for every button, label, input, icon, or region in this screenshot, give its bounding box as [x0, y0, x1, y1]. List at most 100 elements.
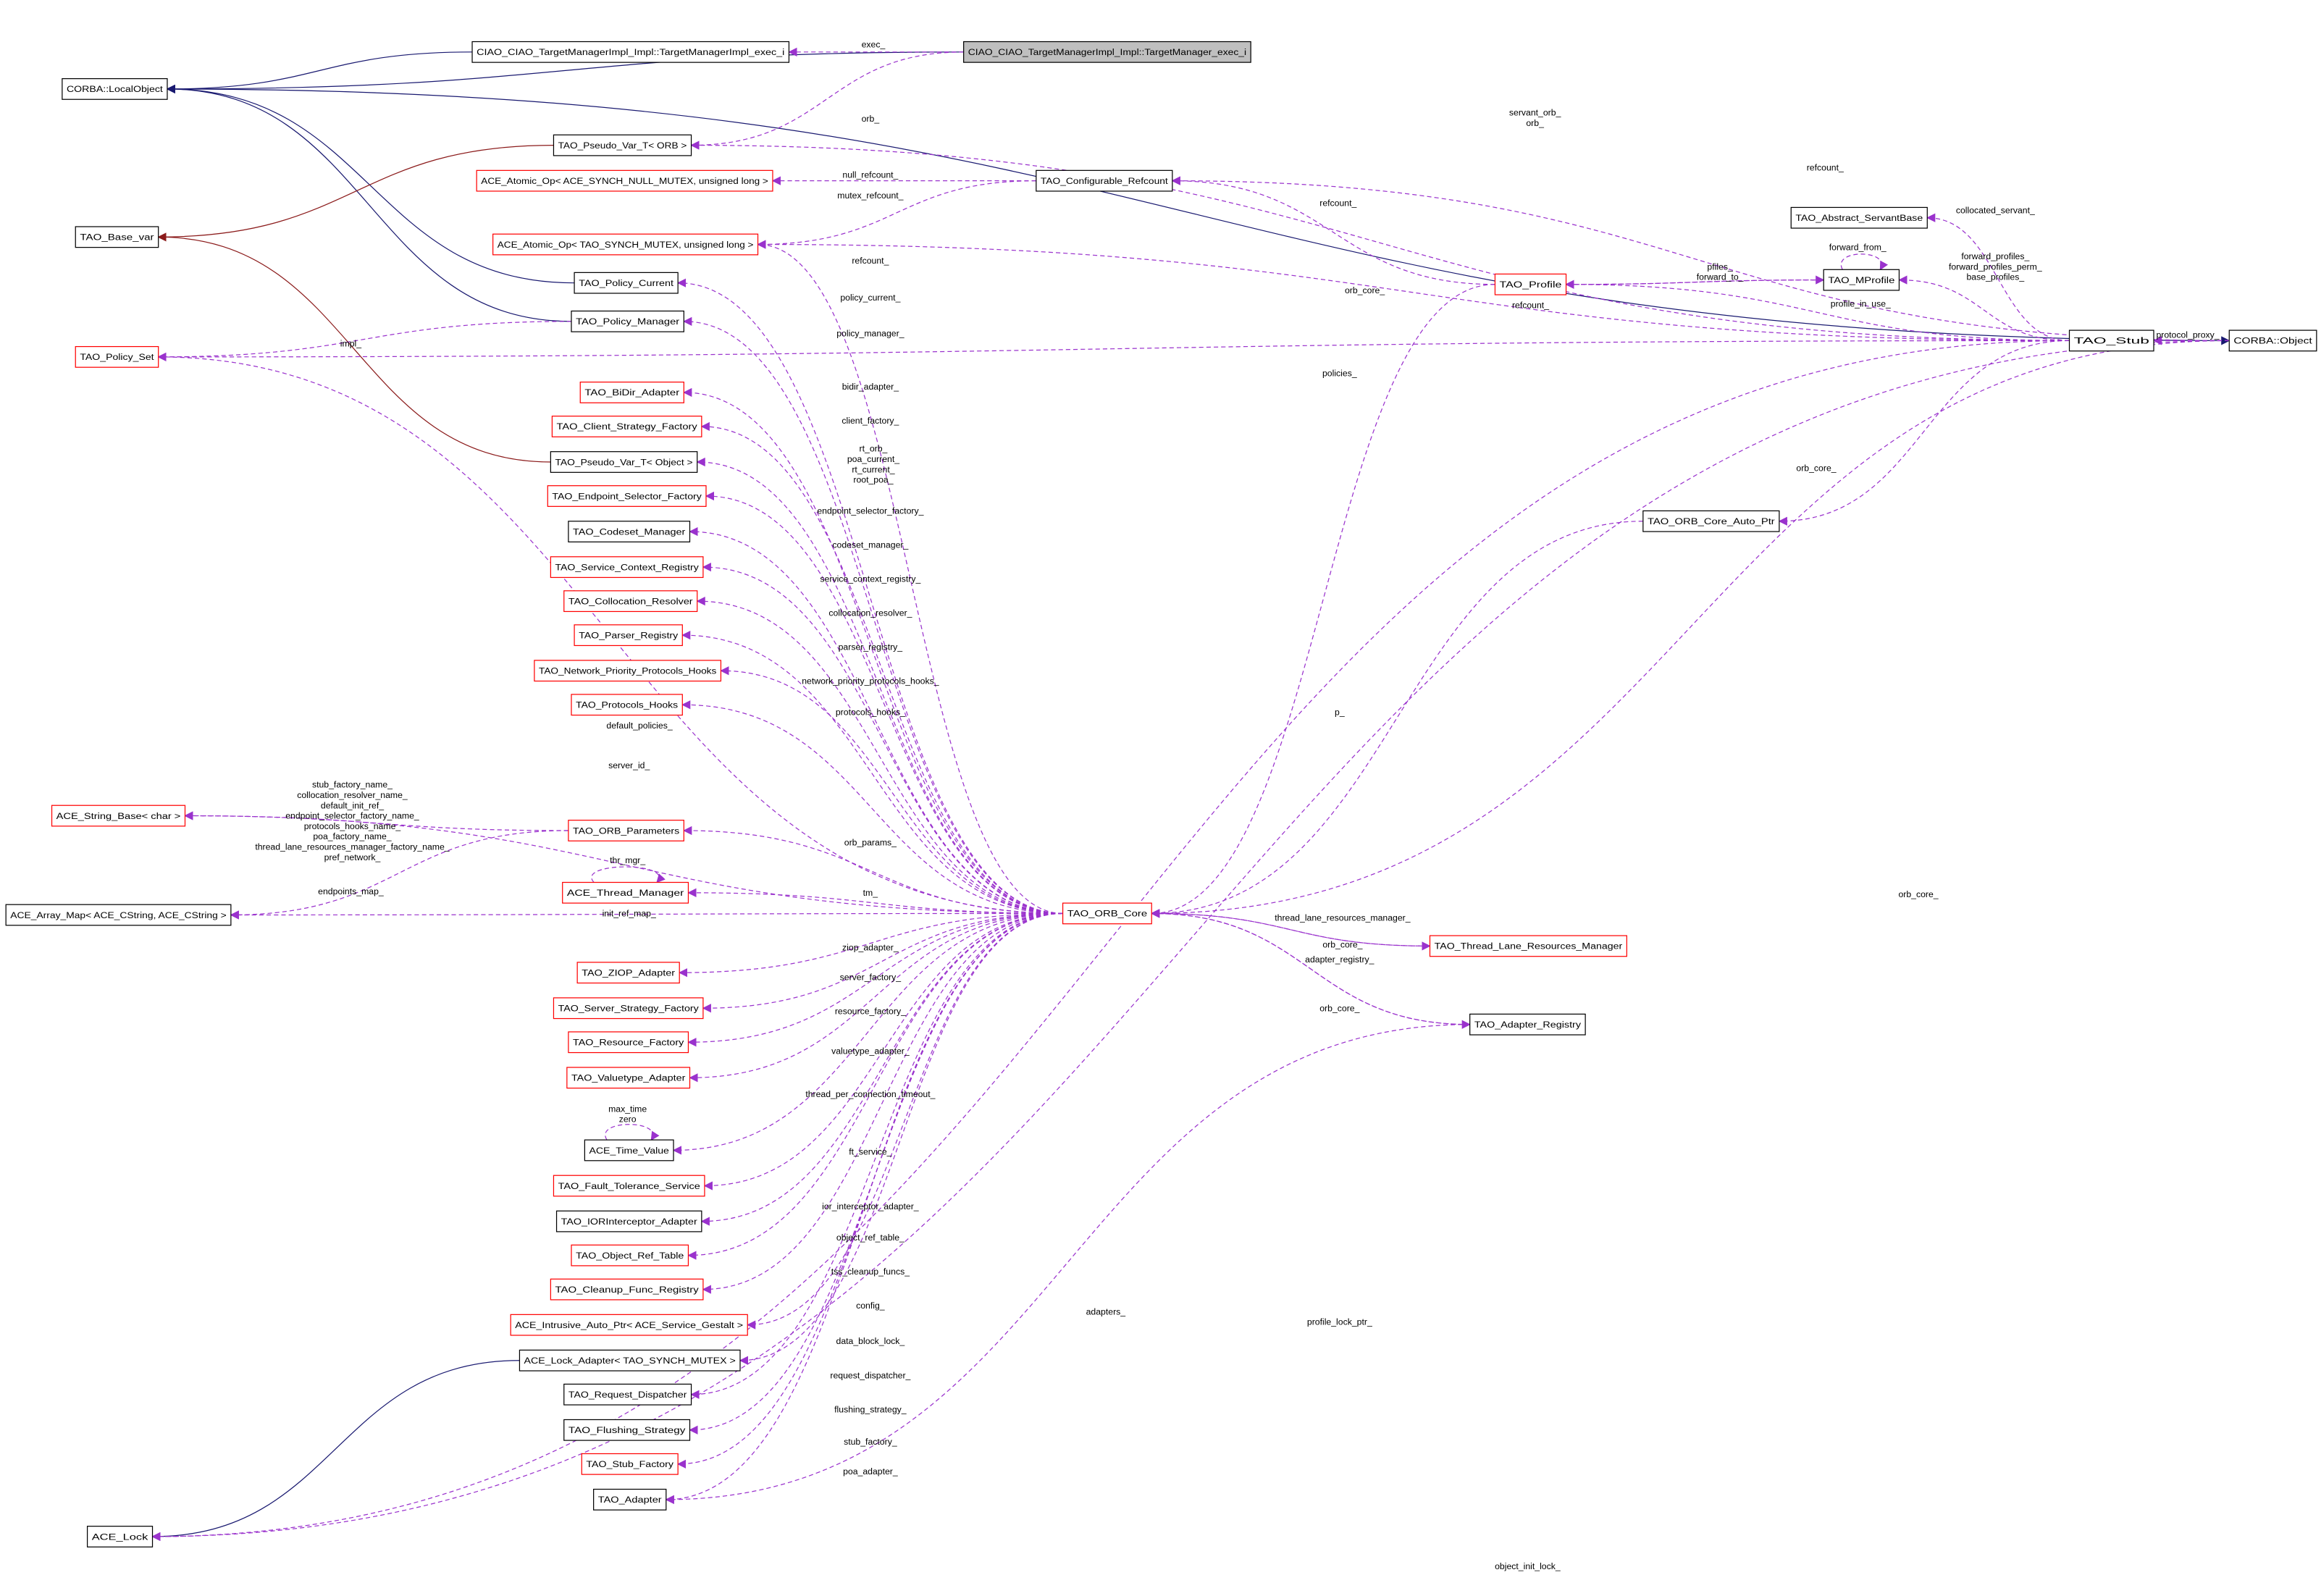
edge-label: p_	[1335, 707, 1345, 718]
class-node-atomic-null[interactable]: ACE_Atomic_Op< ACE_SYNCH_NULL_MUTEX, uns…	[476, 169, 773, 192]
class-node-profile[interactable]: TAO_Profile	[1494, 273, 1567, 295]
usage-edge	[678, 912, 1063, 978]
class-node-lock-adapter[interactable]: ACE_Lock_Adapter< TAO_SYNCH_MUTEX >	[519, 1349, 741, 1372]
class-name: TAO_Policy_Set	[80, 352, 154, 362]
edge-label-line: rt_current_	[852, 464, 894, 474]
class-box	[510, 1314, 748, 1336]
class-node-fault[interactable]: TAO_Fault_Tolerance_Service	[553, 1175, 705, 1197]
class-box	[75, 226, 159, 248]
class-node-resource[interactable]: TAO_Resource_Factory	[568, 1031, 689, 1054]
class-node-policy-current[interactable]: TAO_Policy_Current	[574, 272, 679, 294]
class-node-exec[interactable]: CIAO_CIAO_TargetManagerImpl_Impl::Target…	[963, 41, 1251, 63]
class-node-adapter-registry[interactable]: TAO_Adapter_Registry	[1469, 1013, 1586, 1036]
class-node-orb-core[interactable]: TAO_ORB_Core	[1062, 902, 1152, 925]
class-node-codeset[interactable]: TAO_Codeset_Manager	[568, 521, 691, 543]
class-node-array-map[interactable]: ACE_Array_Map< ACE_CString, ACE_CString …	[5, 904, 232, 926]
class-box	[571, 1244, 689, 1267]
edge-label-line: policy_manager_	[836, 328, 904, 338]
usage-edge	[696, 597, 1063, 915]
class-name: TAO_Cleanup_Func_Registry	[555, 1285, 700, 1295]
class-name: TAO_MProfile	[1828, 275, 1894, 285]
edge-label-line: forward_profiles_perm_	[1949, 261, 2042, 272]
class-node-thread-lane[interactable]: TAO_Thread_Lane_Resources_Manager	[1429, 935, 1627, 957]
usage-edge	[757, 180, 1036, 249]
usage-edge	[702, 912, 1063, 1294]
class-node-service-ctx[interactable]: TAO_Service_Context_Registry	[550, 556, 704, 579]
class-node-ace-lock[interactable]: ACE_Lock	[86, 1526, 154, 1547]
class-node-pseudo-obj[interactable]: TAO_Pseudo_Var_T< Object >	[550, 451, 698, 473]
class-box	[576, 962, 680, 984]
edge-label-line: tm_	[863, 888, 878, 898]
class-node-intrusive[interactable]: ACE_Intrusive_Auto_Ptr< ACE_Service_Gest…	[510, 1314, 748, 1336]
class-box	[51, 805, 186, 827]
edge-label: forward_from_	[1829, 243, 1886, 253]
edge-label: server_id_	[608, 760, 650, 770]
class-node-stub[interactable]: TAO_Stub	[2068, 329, 2154, 352]
class-node-client-strategy[interactable]: TAO_Client_Strategy_Factory	[551, 416, 702, 437]
class-node-valuetype[interactable]: TAO_Valuetype_Adapter	[566, 1067, 691, 1089]
edge-label: protocol_proxy_	[2156, 329, 2219, 340]
class-node-stub-factory[interactable]: TAO_Stub_Factory	[581, 1453, 679, 1475]
class-name: ACE_Atomic_Op< ACE_SYNCH_NULL_MUTEX, uns…	[481, 176, 768, 186]
edge-label: ft_service_	[849, 1147, 891, 1157]
class-node-adapter[interactable]: TAO_Adapter	[593, 1488, 667, 1511]
edge-label: object_ref_table_	[836, 1232, 905, 1243]
class-node-mprofile[interactable]: TAO_MProfile	[1823, 269, 1900, 291]
class-node-string-base[interactable]: ACE_String_Base< char >	[51, 805, 186, 827]
class-node-time-value[interactable]: ACE_Time_Value	[584, 1139, 674, 1162]
class-node-iorint[interactable]: TAO_IORInterceptor_Adapter	[555, 1210, 702, 1232]
class-node-policy-manager[interactable]: TAO_Policy_Manager	[571, 310, 684, 332]
class-node-collocation[interactable]: TAO_Collocation_Resolver	[563, 590, 698, 613]
class-node-atomic-mutex[interactable]: ACE_Atomic_Op< TAO_SYNCH_MUTEX, unsigned…	[492, 233, 759, 256]
class-node-request[interactable]: TAO_Request_Dispatcher	[563, 1383, 692, 1406]
edge-label-line: endpoints_map_	[318, 886, 384, 896]
edge-label: ziop_adapter_	[842, 943, 899, 953]
inheritance-edge	[166, 84, 571, 322]
class-node-ziop[interactable]: TAO_ZIOP_Adapter	[576, 962, 680, 984]
class-box	[75, 345, 159, 368]
class-node-conf-ref[interactable]: TAO_Configurable_Refcount	[1036, 169, 1173, 192]
edge-label-line: adapter_registry_	[1305, 954, 1374, 965]
class-node-localobj[interactable]: CORBA::LocalObject	[62, 78, 168, 100]
edge-label-line: protocols_hooks_	[836, 707, 905, 718]
class-name: ACE_Lock_Adapter< TAO_SYNCH_MUTEX >	[524, 1356, 736, 1366]
class-node-bidir[interactable]: TAO_BiDir_Adapter	[579, 382, 684, 403]
edge-label: null_refcount_	[842, 170, 898, 180]
class-node-core-auto-ptr[interactable]: TAO_ORB_Core_Auto_Ptr	[1642, 510, 1780, 532]
usage-edge	[689, 912, 1063, 1083]
class-node-policy-set[interactable]: TAO_Policy_Set	[75, 345, 159, 368]
class-node-orb-params[interactable]: TAO_ORB_Parameters	[568, 820, 684, 841]
class-node-abstract-servant[interactable]: TAO_Abstract_ServantBase	[1790, 206, 1928, 229]
class-name: TAO_Server_Strategy_Factory	[558, 1004, 700, 1014]
class-node-cleanup[interactable]: TAO_Cleanup_Func_Registry	[550, 1278, 704, 1301]
edge-label: policy_current_	[840, 293, 900, 303]
usage-edge	[702, 912, 1063, 1013]
class-node-server-strategy[interactable]: TAO_Server_Strategy_Factory	[553, 997, 704, 1020]
class-node-flushing[interactable]: TAO_Flushing_Strategy	[563, 1419, 691, 1441]
class-node-thread-mgr[interactable]: ACE_Thread_Manager	[562, 881, 689, 904]
edge-label: thread_per_connection_timeout_	[805, 1089, 935, 1099]
class-node-pseudo-orb[interactable]: TAO_Pseudo_Var_T< ORB >	[553, 134, 692, 156]
class-name: TAO_IORInterceptor_Adapter	[561, 1217, 697, 1227]
edge-label-line: exec_	[862, 40, 886, 50]
class-name: ACE_Atomic_Op< TAO_SYNCH_MUTEX, unsigned…	[498, 240, 754, 250]
usage-edge	[683, 316, 1063, 915]
class-box	[550, 1278, 704, 1301]
class-box	[550, 556, 704, 579]
class-node-protohooks[interactable]: TAO_Protocols_Hooks	[571, 694, 683, 716]
class-node-implexec[interactable]: CIAO_CIAO_TargetManagerImpl_Impl::Target…	[471, 41, 790, 63]
class-box	[566, 1067, 691, 1089]
class-name: TAO_Resource_Factory	[573, 1038, 684, 1048]
class-node-parser[interactable]: TAO_Parser_Registry	[574, 624, 683, 647]
edge-label: orb_params_	[844, 837, 897, 847]
class-node-netprio[interactable]: TAO_Network_Priority_Protocols_Hooks	[534, 660, 722, 682]
class-node-objref[interactable]: TAO_Object_Ref_Table	[571, 1244, 689, 1267]
class-name: TAO_Policy_Current	[579, 278, 674, 288]
class-node-endpoint[interactable]: TAO_Endpoint_Selector_Factory	[547, 485, 707, 507]
class-node-corba-obj[interactable]: CORBA::Object	[2228, 329, 2317, 352]
class-box	[1823, 269, 1900, 291]
edge-label: endpoints_map_	[318, 886, 384, 896]
usage-edge	[230, 910, 1063, 920]
class-node-base-var[interactable]: TAO_Base_var	[75, 226, 159, 248]
usage-edge	[703, 912, 1063, 1190]
